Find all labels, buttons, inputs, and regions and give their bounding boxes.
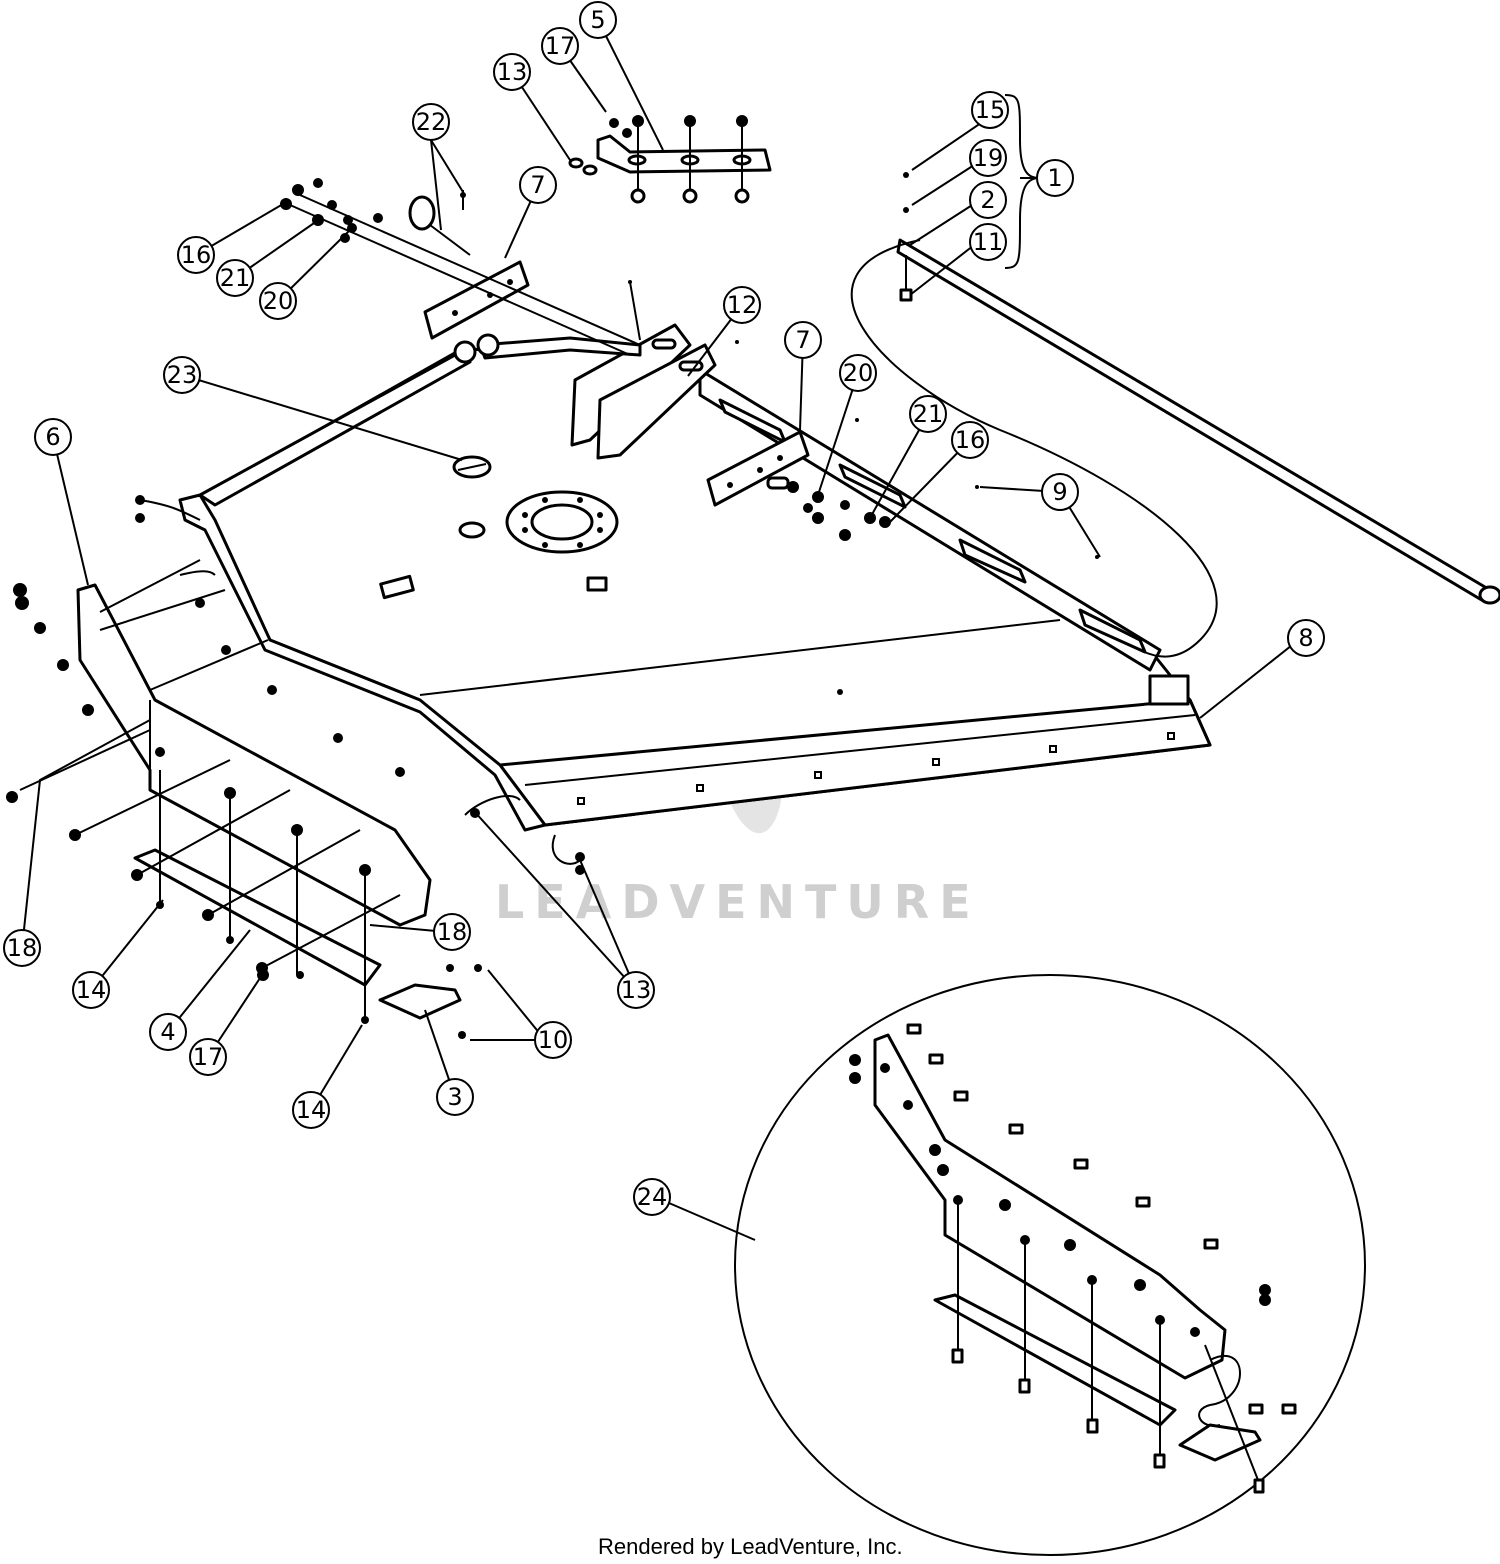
svg-text:7: 7 [795, 326, 810, 354]
svg-text:21: 21 [220, 264, 251, 292]
svg-text:9: 9 [1052, 478, 1067, 506]
svg-text:23: 23 [167, 361, 198, 389]
callout-14-left: 14 [72, 971, 110, 1009]
svg-text:16: 16 [181, 241, 212, 269]
callout-4: 4 [149, 1013, 187, 1051]
callout-21-right: 21 [909, 395, 947, 433]
callout-5: 5 [579, 1, 617, 39]
callout-3: 3 [436, 1078, 474, 1116]
right-hitch-hardware [706, 340, 1099, 559]
detail-inset-24 [734, 974, 1366, 1556]
callout-16-right: 16 [951, 421, 989, 459]
svg-text:13: 13 [621, 976, 652, 1004]
callout-1: 1 [1036, 159, 1074, 197]
callout-2: 2 [969, 181, 1007, 219]
svg-text:14: 14 [76, 976, 107, 1004]
callout-14-bottom: 14 [292, 1091, 330, 1129]
callout-7-left: 7 [519, 166, 557, 204]
svg-text:21: 21 [913, 400, 944, 428]
skid-shoe-4 [133, 848, 382, 987]
svg-text:10: 10 [538, 1026, 569, 1054]
callout-20-right: 20 [839, 354, 877, 392]
footer-credit: Rendered by LeadVenture, Inc. [598, 1534, 903, 1559]
svg-text:3: 3 [447, 1083, 462, 1111]
callout-13-top: 13 [493, 53, 531, 91]
callout-18-right: 18 [433, 913, 471, 951]
rod-assembly-1 [850, 94, 1500, 658]
svg-text:11: 11 [973, 228, 1004, 256]
svg-text:15: 15 [975, 96, 1006, 124]
callout-12: 12 [723, 286, 761, 324]
callout-20-left: 20 [259, 282, 297, 320]
callout-17-bottom: 17 [189, 1038, 227, 1076]
svg-text:7: 7 [530, 171, 545, 199]
svg-text:17: 17 [193, 1043, 224, 1071]
svg-text:16: 16 [955, 426, 986, 454]
right-rail [698, 368, 1162, 672]
svg-text:4: 4 [160, 1018, 175, 1046]
hitch-plate-right [596, 343, 717, 460]
callout-23: 23 [163, 356, 201, 394]
svg-text:18: 18 [437, 918, 468, 946]
callout-18-left: 18 [3, 929, 41, 967]
callout-19: 19 [969, 139, 1007, 177]
svg-text:8: 8 [1298, 624, 1313, 652]
callout-24: 24 [633, 1178, 671, 1216]
deck-assembly [193, 323, 1212, 827]
svg-text:19: 19 [973, 144, 1004, 172]
svg-text:13: 13 [497, 58, 528, 86]
svg-text:14: 14 [296, 1096, 327, 1124]
hitch-pin-hardware [280, 178, 641, 356]
callout-9: 9 [1041, 473, 1079, 511]
svg-text:22: 22 [416, 108, 447, 136]
callout-17-top: 17 [541, 27, 579, 65]
svg-text:12: 12 [727, 291, 758, 319]
callout-7-right: 7 [784, 321, 822, 359]
callout-10: 10 [534, 1021, 572, 1059]
svg-text:17: 17 [545, 32, 576, 60]
svg-text:2: 2 [980, 186, 995, 214]
callout-6: 6 [34, 418, 72, 456]
svg-text:18: 18 [7, 934, 38, 962]
svg-text:1: 1 [1047, 164, 1062, 192]
svg-text:24: 24 [637, 1183, 668, 1211]
svg-text:20: 20 [263, 287, 294, 315]
callout-16-left: 16 [177, 236, 215, 274]
bracket-5 [568, 115, 772, 204]
svg-text:6: 6 [45, 423, 60, 451]
svg-text:20: 20 [843, 359, 874, 387]
watermark-text: LEADVENTURE [495, 875, 981, 929]
callout-8: 8 [1287, 619, 1325, 657]
gearbox-mount [505, 490, 619, 554]
skid-3 [378, 983, 462, 1020]
callout-22: 22 [412, 103, 450, 141]
svg-text:5: 5 [590, 6, 605, 34]
left-skirt [6, 493, 585, 1039]
callout-13-bottom: 13 [617, 971, 655, 1009]
front-holes [577, 732, 1175, 805]
callout-21-left: 21 [216, 259, 254, 297]
callout-15: 15 [971, 91, 1009, 129]
callout-11: 11 [969, 223, 1007, 261]
